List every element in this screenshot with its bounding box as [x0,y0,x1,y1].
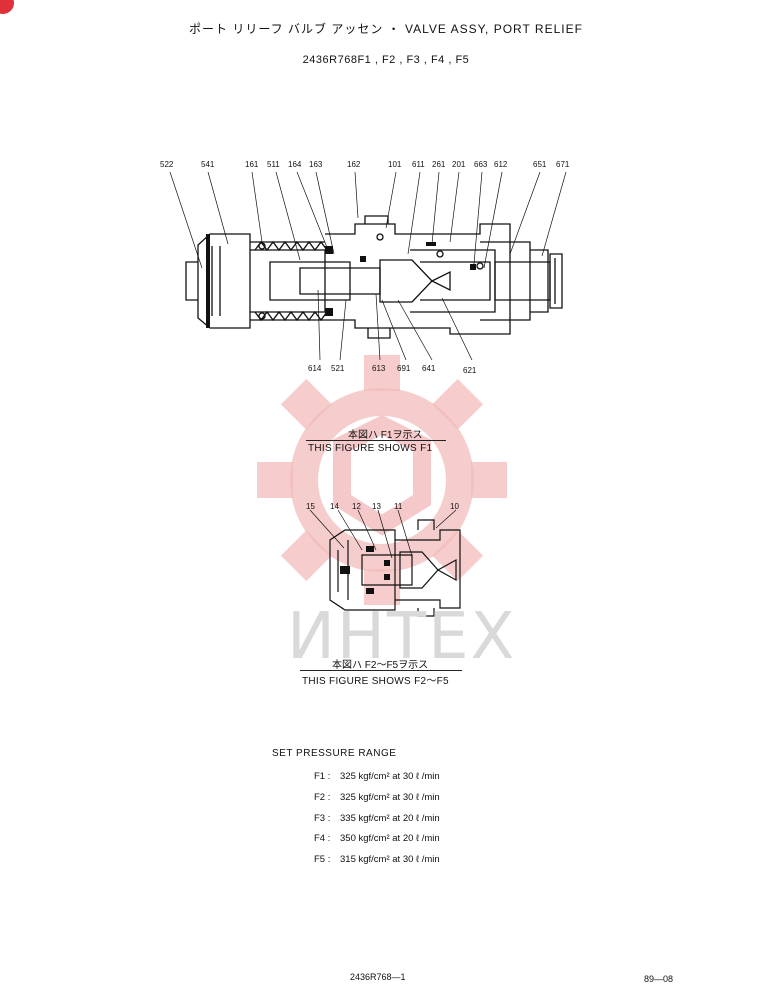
figure-2-caption-en: THIS FIGURE SHOWS F2〜F5 [302,676,449,687]
watermark-text: ИНТЕХ [287,600,517,674]
pressure-row-value: 315 kgf/cm² at 30 ℓ /min [340,854,440,865]
callout-label: 163 [309,160,323,169]
callout-label: 613 [372,364,386,373]
pressure-spec-heading: SET PRESSURE RANGE [272,748,397,759]
pressure-row-label: F4 : [314,833,331,844]
callout-label: 11 [394,502,403,511]
pressure-row-label: F2 : [314,792,331,803]
callout-label: 611 [412,160,425,169]
part-numbers: 2436R768F1 , F2 , F3 , F4 , F5 [302,54,470,66]
valve-drawing-f2 [309,509,461,617]
callout-label: 201 [452,160,466,169]
valve-drawing-f1 [169,171,567,361]
page-title: ポート リリーフ バルブ アッセン ・ VALVE ASSY, PORT REL… [189,22,583,36]
pressure-row-value: 325 kgf/cm² at 30 ℓ /min [340,792,440,803]
caption-divider [300,670,462,671]
pressure-row-value: 335 kgf/cm² at 20 ℓ /min [340,813,440,824]
pressure-row-label: F3 : [314,813,331,824]
pressure-row-label: F1 : [314,771,331,782]
figure-1-caption-en: THIS FIGURE SHOWS F1 [308,443,433,454]
callout-label: 663 [474,160,488,169]
callout-label: 621 [463,366,477,375]
callout-label: 14 [330,502,339,511]
callout-label: 521 [331,364,345,373]
document-number: 2436R768—1 [350,972,406,982]
callout-label: 691 [397,364,411,373]
pressure-row-value: 325 kgf/cm² at 30 ℓ /min [340,771,440,782]
callout-label: 612 [494,160,508,169]
callout-label: 161 [245,160,259,169]
caption-divider [306,440,446,441]
figure-2-caption-jp: 本図ハ F2〜F5ヲ示ス [332,660,429,671]
callout-label: 261 [432,160,446,169]
callout-label: 522 [160,160,174,169]
callout-label: 12 [352,502,361,511]
corner-badge-icon [0,0,14,14]
callout-label: 162 [347,160,361,169]
pressure-row-value: 350 kgf/cm² at 20 ℓ /min [340,833,440,844]
callout-label: 651 [533,160,547,169]
callout-label: 541 [201,160,215,169]
callout-label: 164 [288,160,302,169]
callout-label: 10 [450,502,459,511]
callout-label: 641 [422,364,436,373]
revision-code: 89—08 [644,974,674,984]
callout-label: 614 [308,364,322,373]
callout-label: 101 [388,160,402,169]
callout-label: 15 [306,502,315,511]
figure-1-caption-jp: 本図ハ F1ヲ示ス [348,430,423,441]
pressure-row-label: F5 : [314,854,331,865]
callout-label: 671 [556,160,570,169]
callout-label: 511 [267,160,280,169]
callout-label: 13 [372,502,381,511]
